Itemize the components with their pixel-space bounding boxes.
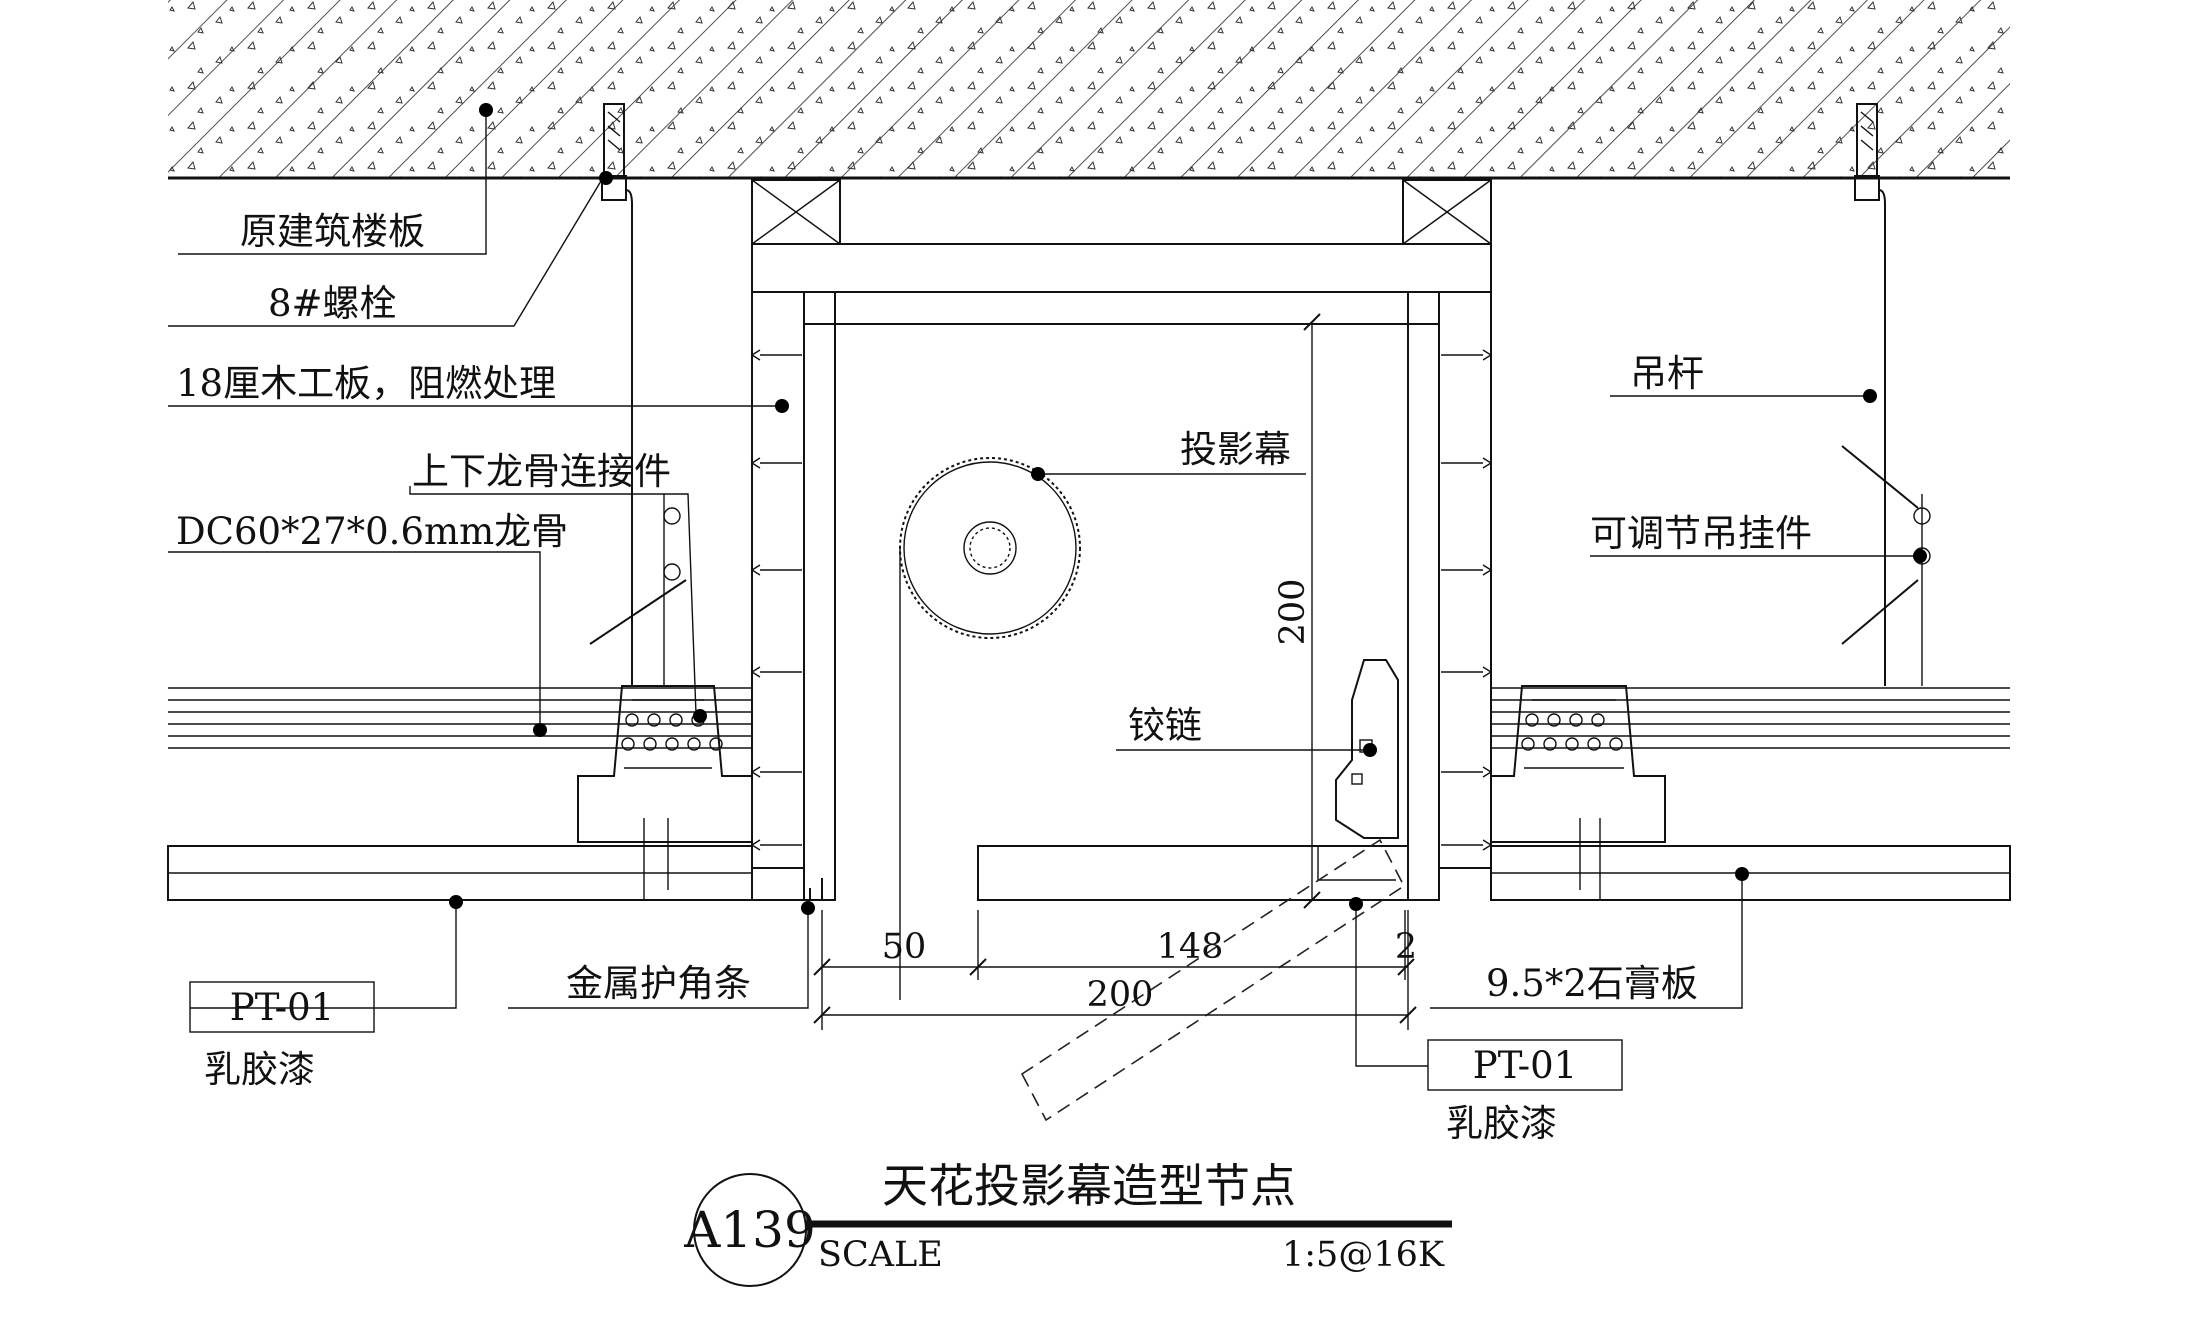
keel-holes <box>621 713 1623 751</box>
projection-screen-roll <box>899 457 1081 1000</box>
label-bolt: 8#螺栓 <box>268 282 397 325</box>
timber-block-left <box>751 179 841 245</box>
finish-tag-right: PT-01 乳胶漆 <box>1427 1039 1623 1145</box>
scale-value: 1:5@16K <box>1282 1235 1445 1275</box>
label-hinge: 铰链 <box>1128 704 1202 747</box>
label-plywood: 18厘木工板，阻燃处理 <box>176 362 556 405</box>
label-gypsum-board: 9.5*2石膏板 <box>1486 962 1698 1005</box>
drawing-number: A139 <box>683 1201 816 1259</box>
dim-2: 2 <box>1395 927 1417 967</box>
corner-bead <box>752 878 823 901</box>
label-adjustable-hanger: 可调节吊挂件 <box>1590 512 1812 555</box>
label-connector: 上下龙骨连接件 <box>412 450 671 493</box>
keel-profile-left <box>577 685 753 843</box>
label-projection-screen: 投影幕 <box>1180 428 1291 471</box>
dimension-lines <box>813 313 1417 1030</box>
leader-lines <box>168 110 1920 1067</box>
drawing-title: 天花投影幕造型节点 <box>882 1159 1296 1213</box>
dim-148: 148 <box>1157 927 1224 967</box>
keel-lines <box>168 687 2010 749</box>
floor-slab <box>168 0 2010 180</box>
screws-right <box>1441 349 1493 851</box>
keel-screws <box>638 818 1606 901</box>
hanger-rod-right <box>1841 189 1931 686</box>
swing-door-dashed <box>1020 838 1406 1122</box>
hanger-rod-left <box>589 189 687 686</box>
finish-name-left: 乳胶漆 <box>204 1048 315 1091</box>
label-hanger-rod: 吊杆 <box>1630 352 1704 395</box>
anchor-bolt-left <box>601 103 627 201</box>
keel-profile-right <box>1490 685 1666 843</box>
finish-tag-left: PT-01 乳胶漆 <box>189 981 375 1091</box>
label-keel: DC60*27*0.6mm龙骨 <box>176 510 568 553</box>
finish-code-right: PT-01 <box>1473 1044 1577 1087</box>
leader-dots <box>449 103 1927 915</box>
anchor-bolt-right <box>1854 103 1880 201</box>
ceiling-gypsum-board <box>167 845 2011 901</box>
dim-200-horizontal: 200 <box>1087 975 1154 1015</box>
finish-code-left: PT-01 <box>230 986 334 1029</box>
screws-left <box>750 349 802 851</box>
label-corner-bead: 金属护角条 <box>566 962 751 1005</box>
label-floor-slab: 原建筑楼板 <box>240 210 425 253</box>
dim-50: 50 <box>882 927 927 967</box>
title-block: A139 天花投影幕造型节点 SCALE 1:5@16K <box>683 1159 1452 1287</box>
scale-label: SCALE <box>818 1235 943 1275</box>
plywood-box <box>751 243 1492 901</box>
dim-200-vertical: 200 <box>1273 579 1313 646</box>
timber-block-right <box>1402 179 1492 245</box>
finish-name-right: 乳胶漆 <box>1446 1102 1557 1145</box>
